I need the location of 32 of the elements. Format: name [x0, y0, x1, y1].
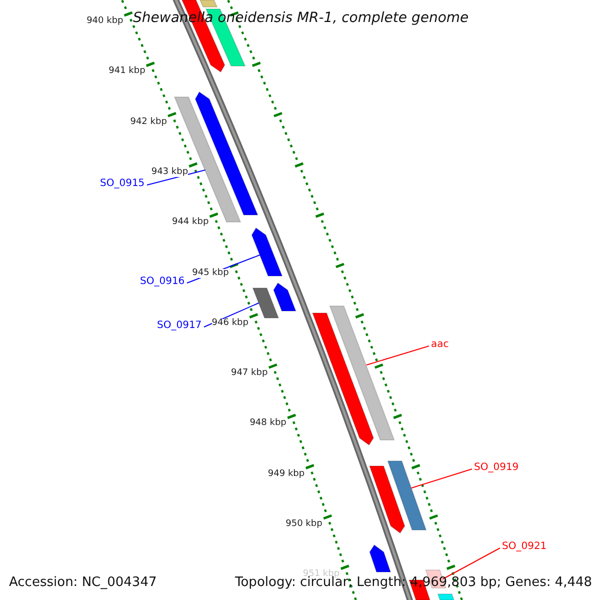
- scale-label: 946 kbp: [212, 318, 248, 328]
- leader-line: [366, 346, 430, 366]
- gene-label: aac: [431, 340, 449, 350]
- scale-label: 943 kbp: [151, 168, 188, 177]
- gene-bar: [199, 0, 218, 8]
- gene-label: SO_0917: [157, 321, 202, 331]
- gene-label: SO_0915: [100, 179, 145, 189]
- gene-label: SO_0921: [502, 542, 547, 552]
- gene-bar: [194, 91, 258, 216]
- gene-bar: [252, 288, 280, 318]
- leader-line: [410, 468, 472, 488]
- gene-bar: [437, 594, 455, 600]
- scale-label: 950 kbp: [286, 520, 322, 529]
- scale-label: 948 kbp: [250, 419, 286, 428]
- gene-label: SO_0916: [140, 277, 185, 287]
- scale-label: 944 kbp: [172, 218, 209, 228]
- gene-bar: [369, 544, 392, 572]
- gene-bar: [251, 227, 283, 276]
- scale-label: 947 kbp: [230, 369, 268, 378]
- leader-line: [442, 548, 500, 580]
- footer-text: Accession: NC_004347: [9, 576, 157, 589]
- gene-bar: [312, 312, 374, 446]
- gene-label: SO_0919: [474, 463, 519, 473]
- gene-bar: [368, 466, 406, 534]
- scale-label: 949 kbp: [268, 470, 305, 479]
- scale-label: 941 kbp: [108, 67, 146, 76]
- scale-label: 940 kbp: [86, 17, 124, 26]
- leader-line: [146, 170, 206, 186]
- gene-bar: [387, 460, 427, 530]
- scale-label: 945 kbp: [192, 268, 229, 278]
- gene-bar: [329, 306, 395, 440]
- gene-bar: [273, 282, 297, 312]
